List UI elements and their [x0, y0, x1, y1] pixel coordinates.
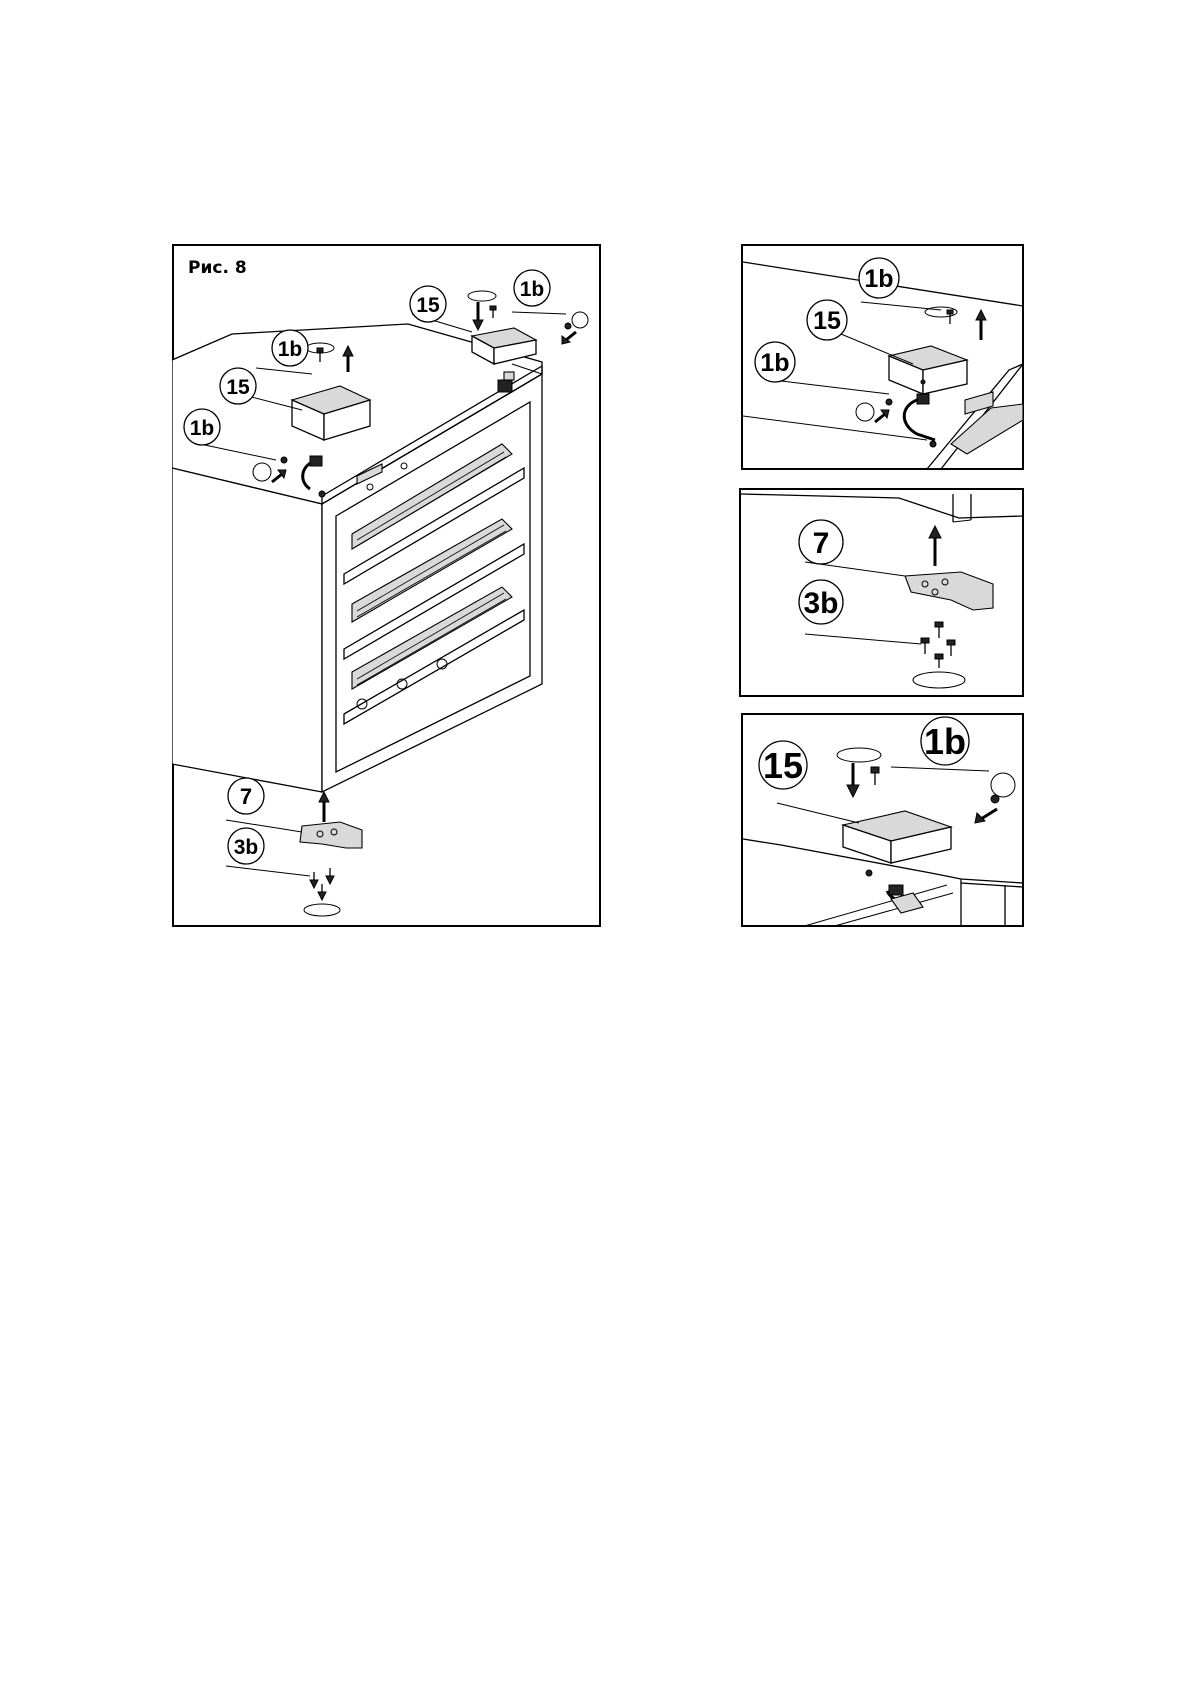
callout-cover: 15	[759, 741, 807, 789]
svg-text:15: 15	[813, 307, 841, 335]
main-panel: Рис. 8	[172, 244, 601, 927]
svg-text:15: 15	[763, 745, 803, 786]
svg-text:1b: 1b	[520, 278, 545, 301]
detail-panel-bottom: 15 1b	[741, 713, 1024, 927]
detail-panel-middle: 7 3b	[739, 488, 1024, 697]
callout-screw-right: 1b	[514, 270, 550, 306]
callout-screws: 3b	[799, 580, 843, 624]
callout-screw: 1b	[921, 717, 969, 765]
svg-text:3b: 3b	[803, 587, 838, 620]
svg-text:15: 15	[416, 294, 440, 317]
detail-panel-top: 1b 15 1b	[741, 244, 1024, 470]
callout-screw-left-top: 1b	[272, 330, 308, 366]
callout-cover: 15	[807, 300, 847, 340]
figure-title: Рис. 8	[188, 258, 247, 278]
svg-text:3b: 3b	[234, 836, 259, 859]
callout-screw-top: 1b	[859, 258, 899, 298]
callout-cover-left: 15	[220, 368, 256, 404]
svg-text:1b: 1b	[278, 338, 303, 361]
svg-text:7: 7	[813, 527, 830, 560]
callout-screw-left-side: 1b	[184, 409, 220, 445]
callout-bracket: 7	[799, 520, 843, 564]
svg-text:1b: 1b	[864, 265, 893, 293]
svg-text:1b: 1b	[760, 349, 789, 377]
callout-bracket: 7	[228, 778, 264, 814]
svg-text:7: 7	[240, 784, 252, 809]
callout-screws: 3b	[228, 828, 264, 864]
svg-text:1b: 1b	[190, 417, 215, 440]
callout-cover-right: 15	[410, 286, 446, 322]
svg-text:15: 15	[226, 376, 250, 399]
callout-screw-side: 1b	[755, 342, 795, 382]
svg-text:1b: 1b	[924, 721, 966, 762]
